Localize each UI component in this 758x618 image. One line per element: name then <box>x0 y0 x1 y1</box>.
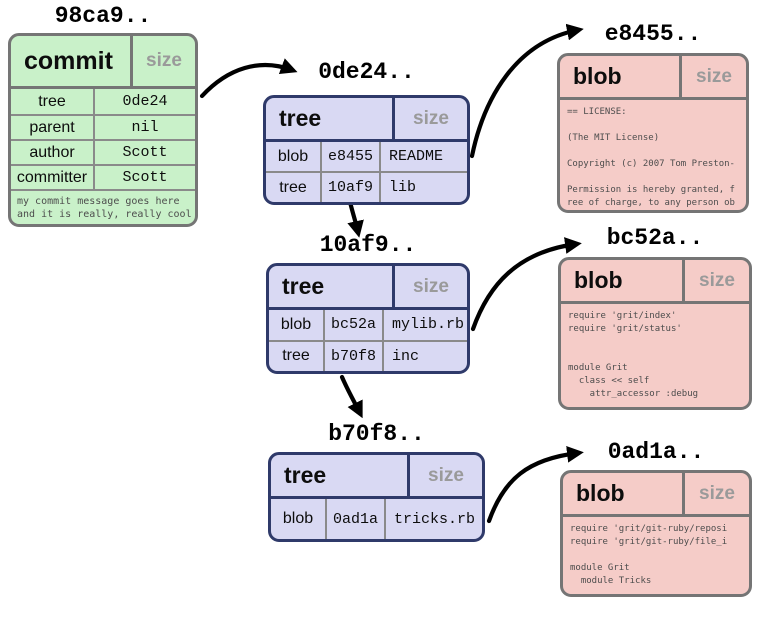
tree-entry-mylib: blob bc52a mylib.rb <box>269 310 467 340</box>
entry-type: blob <box>271 499 327 539</box>
tree-size-label: size <box>428 464 464 486</box>
tree-rows: blob bc52a mylib.rb tree b70f8 inc <box>269 310 467 371</box>
tree-size-label: size <box>413 275 449 297</box>
arrow-tree-0de24-to-tree-10af9 <box>347 199 364 238</box>
entry-name: lib <box>389 179 417 196</box>
blob-header: blob size <box>561 260 749 304</box>
commit-size-label: size <box>146 50 182 71</box>
tree-entry-lib: tree 10af9 lib <box>266 171 467 202</box>
commit-row-value: 0de24 <box>122 93 168 110</box>
commit-row-value: Scott <box>122 144 168 161</box>
entry-hash: 0ad1a <box>327 499 386 539</box>
commit-row-tree: tree 0de24 <box>11 89 195 114</box>
entry-name: inc <box>392 347 420 365</box>
commit-box: commit size tree 0de24 parent nil author… <box>8 33 198 227</box>
entry-hash: bc52a <box>325 310 384 340</box>
tree-type-label: tree <box>271 455 410 496</box>
blob-content: == LICENSE: (The MIT License) Copyright … <box>567 107 735 208</box>
tree-10af9-box: tree size blob bc52a mylib.rb tree b70f8… <box>266 263 470 374</box>
commit-hash-title: 98ca9.. <box>54 3 152 29</box>
blob-header: blob size <box>560 56 746 100</box>
blob-0ad1a-hash-title: 0ad1a.. <box>607 439 705 465</box>
commit-row-committer: committer Scott <box>11 164 195 189</box>
entry-name: tricks.rb <box>394 510 476 528</box>
blob-size-label: size <box>699 482 735 504</box>
commit-row-parent: parent nil <box>11 114 195 139</box>
blob-type-label: blob <box>563 473 685 514</box>
tree-entry-tricks: blob 0ad1a tricks.rb <box>271 499 482 539</box>
tree-rows: blob e8455 README tree 10af9 lib <box>266 142 467 202</box>
entry-hash: 10af9 <box>322 173 381 202</box>
blob-size-label: size <box>699 269 735 291</box>
commit-row-label: parent <box>11 116 95 139</box>
entry-type: blob <box>269 310 325 340</box>
tree-header: tree size <box>266 98 467 142</box>
tree-header: tree size <box>271 455 482 499</box>
tree-10af9-hash-title: 10af9.. <box>319 232 417 258</box>
blob-header: blob size <box>563 473 749 517</box>
commit-header: commit size <box>11 36 195 89</box>
commit-type-label: commit <box>11 36 133 86</box>
blob-e8455-box: blob size == LICENSE: (The MIT License) … <box>557 53 749 213</box>
tree-b70f8-box: tree size blob 0ad1a tricks.rb <box>268 452 485 542</box>
tree-b70f8-hash-title: b70f8.. <box>328 421 425 447</box>
blob-type-label: blob <box>560 56 682 97</box>
commit-row-author: author Scott <box>11 139 195 164</box>
tree-rows: blob 0ad1a tricks.rb <box>271 499 482 539</box>
commit-row-value: nil <box>131 119 159 136</box>
entry-hash: e8455 <box>322 142 381 171</box>
blob-0ad1a-box: blob size require 'grit/git-ruby/reposi … <box>560 470 752 597</box>
tree-type-label: tree <box>269 266 395 307</box>
arrow-tree-10af9-to-tree-b70f8 <box>339 374 363 419</box>
commit-row-label: committer <box>11 166 95 189</box>
blob-size-label: size <box>696 65 732 87</box>
entry-hash: b70f8 <box>325 341 384 371</box>
commit-row-label: author <box>11 141 95 164</box>
commit-row-label: tree <box>11 89 95 114</box>
blob-e8455-hash-title: e8455.. <box>604 21 702 47</box>
blob-bc52a-box: blob size require 'grit/index' require '… <box>558 257 752 410</box>
entry-name: mylib.rb <box>392 316 465 334</box>
tree-size-label: size <box>413 107 449 129</box>
entry-name: README <box>389 148 444 165</box>
blob-content: require 'grit/index' require 'grit/statu… <box>568 311 699 399</box>
entry-type: blob <box>266 142 322 171</box>
tree-0de24-box: tree size blob e8455 README tree 10af9 l… <box>263 95 470 205</box>
tree-entry-inc: tree b70f8 inc <box>269 339 467 371</box>
entry-type: tree <box>266 173 322 202</box>
entry-type: tree <box>269 341 325 371</box>
commit-message: my commit message goes here and it is re… <box>11 189 195 224</box>
tree-0de24-hash-title: 0de24.. <box>318 59 415 85</box>
tree-type-label: tree <box>266 98 395 139</box>
tree-header: tree size <box>269 266 467 310</box>
blob-type-label: blob <box>561 260 685 301</box>
commit-row-value: Scott <box>122 169 168 186</box>
blob-content: require 'grit/git-ruby/reposi require 'g… <box>570 524 728 586</box>
blob-bc52a-hash-title: bc52a.. <box>606 225 704 251</box>
tree-entry-readme: blob e8455 README <box>266 142 467 171</box>
